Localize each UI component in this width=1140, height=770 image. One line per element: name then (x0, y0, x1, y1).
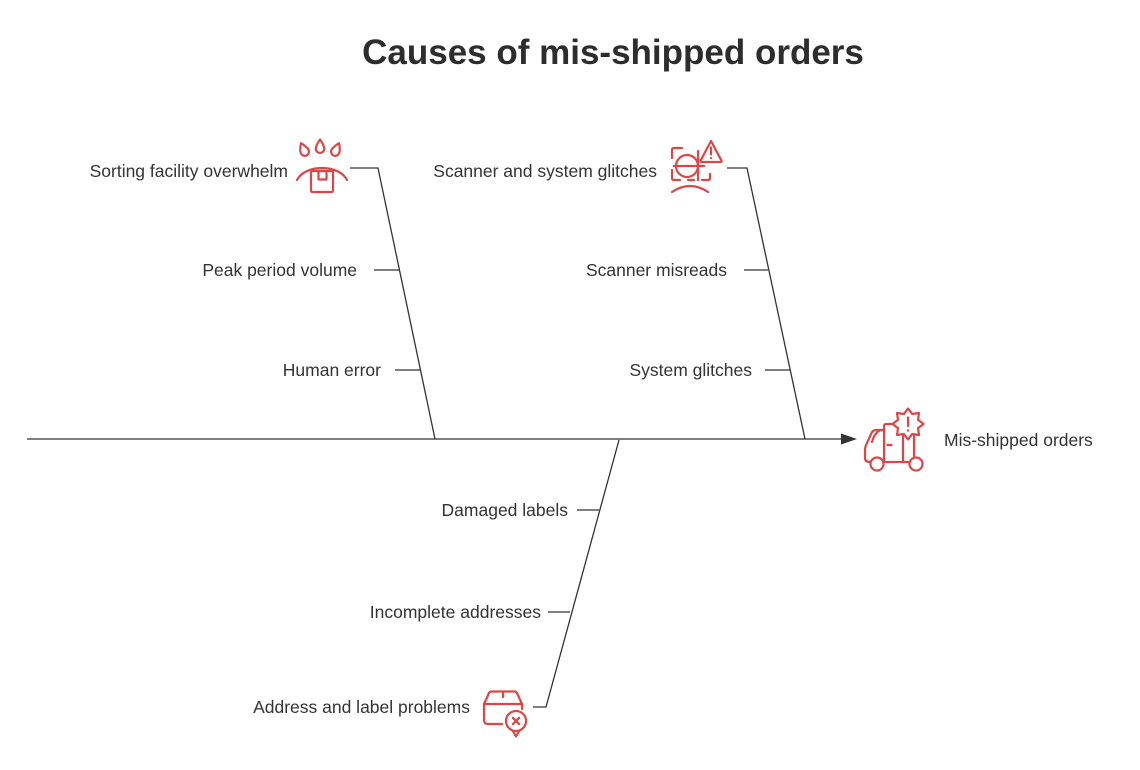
branch-line-top-left (350, 167, 436, 440)
cause-label-damaged-labels: Damaged labels (441, 500, 568, 520)
branch-label-scanner-and-system-glitches: Scanner and system glitches (433, 161, 657, 181)
cause-label-human-error: Human error (282, 360, 381, 380)
branch-line-top-right (727, 167, 806, 440)
page-title: Causes of mis-shipped orders (362, 33, 864, 72)
package-location-error-icon (482, 690, 528, 738)
effect-label-mis-shipped-orders: Mis-shipped orders (944, 430, 1093, 450)
overwhelmed-package-icon (295, 138, 349, 194)
cause-label-incomplete-addresses: Incomplete addresses (369, 602, 541, 622)
cause-label-system-glitches: System glitches (629, 360, 752, 380)
spine-arrowhead-icon (841, 433, 857, 445)
branch-label-sorting-facility-overwhelm: Sorting facility overwhelm (89, 161, 288, 181)
branch-line-bottom (533, 439, 620, 708)
cause-label-scanner-misreads: Scanner misreads (585, 260, 727, 280)
cause-label-peak-period-volume: Peak period volume (202, 260, 357, 280)
scanner-warning-icon (670, 139, 723, 194)
alert-delivery-truck-icon (863, 407, 925, 472)
branch-label-address-and-label-problems: Address and label problems (253, 697, 470, 717)
